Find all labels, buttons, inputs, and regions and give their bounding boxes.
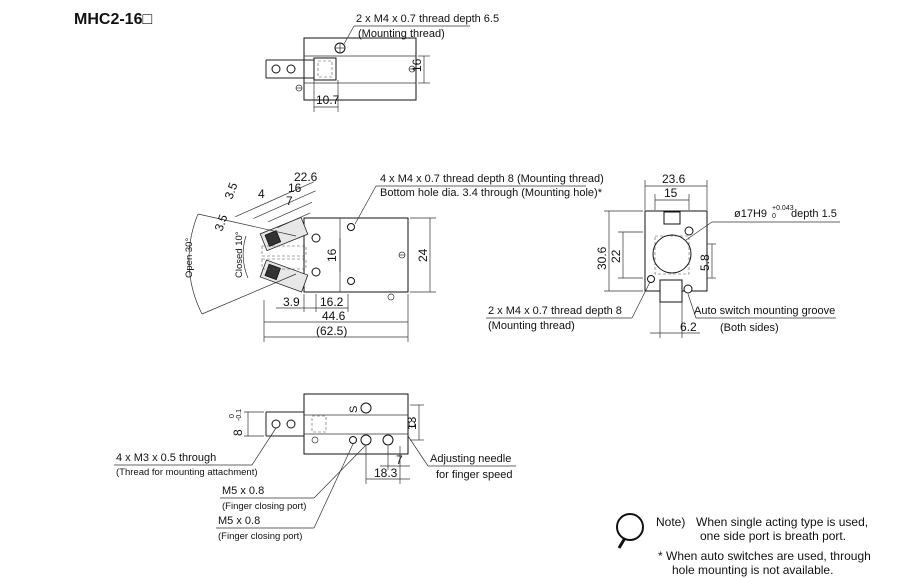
note-prefix: Note) xyxy=(656,515,685,529)
top-view: 2 x M4 x 0.7 thread depth 6.5 (Mounting … xyxy=(265,13,499,112)
bottom-dim-13: 13 xyxy=(405,416,419,430)
front-dim-44-6: 44.6 xyxy=(322,309,346,323)
front-dim-16-top: 16 xyxy=(288,181,302,195)
bottom-callout-m3-2: (Thread for mounting attachment) xyxy=(116,467,258,478)
note-line1: When single acting type is used, xyxy=(696,515,868,529)
side-dim-6-2: 6.2 xyxy=(680,320,697,334)
bottom-dim-8: 8 xyxy=(231,429,245,436)
bottom-callout-needle2: for finger speed xyxy=(436,469,512,481)
bottom-port2-line2: (Finger closing port) xyxy=(218,531,302,542)
front-dim-3-9: 3.9 xyxy=(283,295,300,309)
notes-block: Note) When single acting type is used, o… xyxy=(616,513,871,577)
side-callout-left2: (Mounting thread) xyxy=(488,320,575,332)
side-bore-tol-upper: +0.043 xyxy=(772,205,794,212)
bottom-view: S 8 0 -0.1 13 18.3 7 4 x M3 x 0.5 throug… xyxy=(114,393,516,542)
front-callout-line2: Bottom hole dia. 3.4 through (Mounting h… xyxy=(380,187,603,199)
front-view: Open 30° Closed 10° 22.6 16 4 7 3.5 3.5 … xyxy=(184,170,604,342)
top-dim-10-7: 10.7 xyxy=(316,93,340,107)
side-dim-5-8: 5.8 xyxy=(698,254,712,271)
star-note-line1: * When auto switches are used, through xyxy=(658,549,871,563)
top-dim-16: 16 xyxy=(410,58,424,72)
front-dim-24: 24 xyxy=(416,248,430,262)
magnifier-handle xyxy=(617,537,627,549)
bottom-port1-line1: M5 x 0.8 xyxy=(222,485,264,497)
bottom-dim-7: 7 xyxy=(396,453,403,467)
side-dim-23-6: 23.6 xyxy=(662,172,686,186)
front-dim-7: 7 xyxy=(286,194,293,208)
side-callout-left1: 2 x M4 x 0.7 thread depth 8 xyxy=(488,305,622,317)
model-title: MHC2-16□ xyxy=(74,11,152,28)
top-callout-line1: 2 x M4 x 0.7 thread depth 6.5 xyxy=(356,13,499,25)
front-dim-16-right: 16 xyxy=(325,248,339,262)
side-bore-tol-lower: 0 xyxy=(772,213,776,220)
front-open-label: Open 30° xyxy=(184,238,195,278)
front-dim-22-6: 22.6 xyxy=(294,170,318,184)
bottom-callout-m3-1: 4 x M3 x 0.5 through xyxy=(116,452,216,464)
side-callout-right2: (Both sides) xyxy=(720,322,779,334)
front-dim-4: 4 xyxy=(258,187,265,201)
bottom-callout-needle1: Adjusting needle xyxy=(430,453,511,465)
side-bore-depth: depth 1.5 xyxy=(791,208,837,220)
side-bore-callout: ø17H9 xyxy=(734,208,767,220)
top-callout-line2: (Mounting thread) xyxy=(358,28,445,40)
bottom-dim-18-3: 18.3 xyxy=(374,466,398,480)
bottom-dim-8-tol-upper: 0 xyxy=(229,414,236,418)
front-dim-3-5a: 3.5 xyxy=(222,180,241,201)
note-line2: one side port is breath port. xyxy=(700,529,846,543)
front-callout-line1: 4 x M4 x 0.7 thread depth 8 (Mounting th… xyxy=(380,173,604,185)
front-dim-16-2: 16.2 xyxy=(320,295,344,309)
side-dim-30-6: 30.6 xyxy=(595,246,609,270)
star-note-line2: hole mounting is not available. xyxy=(672,563,833,577)
bottom-port-mark: S xyxy=(348,406,360,413)
front-closed-label: Closed 10° xyxy=(234,231,245,278)
side-view: 23.6 15 ø17H9 +0.043 0 depth 1.5 30.6 22… xyxy=(486,172,840,338)
front-dim-3-5b: 3.5 xyxy=(212,212,231,233)
bottom-port1-line2: (Finger closing port) xyxy=(222,501,306,512)
side-dim-22: 22 xyxy=(609,249,623,263)
bottom-dim-8-tol-lower: -0.1 xyxy=(236,409,243,421)
side-callout-right1: Auto switch mounting groove xyxy=(694,305,835,317)
magnifier-icon xyxy=(616,513,644,541)
side-dim-15: 15 xyxy=(664,186,678,200)
front-dim-62-5: (62.5) xyxy=(316,324,347,338)
bottom-port2-line1: M5 x 0.8 xyxy=(218,515,260,527)
